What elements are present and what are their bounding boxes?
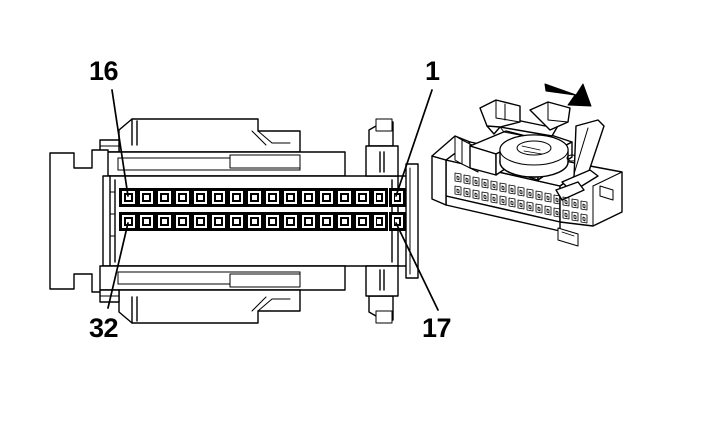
pin-cavity bbox=[526, 188, 534, 199]
pin-cavity bbox=[389, 212, 406, 231]
upper-locking-tab bbox=[365, 118, 399, 177]
pin-cavity bbox=[517, 199, 525, 210]
pin-cavity bbox=[353, 188, 372, 207]
pin-cavity bbox=[299, 188, 318, 207]
pin-cavity bbox=[499, 195, 507, 206]
pin-cavity bbox=[508, 184, 516, 195]
pin-cavity bbox=[281, 188, 300, 207]
pin-cavity bbox=[544, 192, 552, 203]
pin-cavity bbox=[119, 188, 138, 207]
pin-cavity bbox=[209, 212, 228, 231]
pin-row-top bbox=[119, 188, 406, 207]
pin-cavity bbox=[137, 188, 156, 207]
pin-cavity bbox=[371, 188, 388, 207]
pin-cavity bbox=[463, 187, 471, 198]
pin-cavity bbox=[553, 207, 561, 218]
leader-lines bbox=[107, 89, 439, 311]
lower-mid-plate bbox=[99, 265, 346, 291]
pin-cavity bbox=[155, 212, 174, 231]
pin-cavity bbox=[571, 198, 579, 209]
pin-cavity bbox=[119, 212, 138, 231]
leader-line-32 bbox=[107, 222, 129, 309]
pin-cavity bbox=[227, 212, 246, 231]
pin-cavity bbox=[472, 189, 480, 200]
pin-cavity bbox=[580, 200, 588, 211]
leader-line-1 bbox=[395, 89, 433, 197]
pin-cavity bbox=[544, 205, 552, 216]
upper-mid-plate bbox=[99, 151, 346, 177]
pin-cavity bbox=[209, 188, 228, 207]
pin-cavity bbox=[317, 212, 336, 231]
pin-cavity bbox=[535, 190, 543, 201]
locking-lever bbox=[479, 99, 578, 178]
pin-cavity bbox=[389, 188, 406, 207]
pin-cavity bbox=[173, 212, 192, 231]
pin-cavity bbox=[281, 212, 300, 231]
pin-cavity bbox=[317, 188, 336, 207]
pin-cavity bbox=[191, 188, 210, 207]
pin-cavity bbox=[371, 212, 388, 231]
lower-locking-tab bbox=[365, 265, 399, 324]
pin-cavity bbox=[517, 186, 525, 197]
pin-cavity bbox=[481, 191, 489, 202]
pin-cavity bbox=[526, 201, 534, 212]
perspective-pin-row-bottom bbox=[454, 185, 588, 224]
lower-housing-shell bbox=[99, 289, 301, 324]
right-latch-arms bbox=[555, 119, 605, 201]
pin-cavity bbox=[263, 212, 282, 231]
pin-cavity bbox=[562, 196, 570, 207]
pin-cavity bbox=[481, 178, 489, 189]
pin-cavity bbox=[553, 194, 561, 205]
pin-cavity bbox=[535, 203, 543, 214]
pin-cavity bbox=[508, 197, 516, 208]
pin-cavity bbox=[490, 193, 498, 204]
pin-row-bottom bbox=[119, 212, 406, 231]
pin-cavity bbox=[353, 212, 372, 231]
housing-left-flange bbox=[431, 155, 447, 206]
pin-cavity bbox=[245, 188, 264, 207]
pin-cavity bbox=[155, 188, 174, 207]
upper-housing-shell bbox=[99, 118, 301, 153]
bottom-mounting-foot bbox=[557, 227, 579, 247]
pin-cavity bbox=[227, 188, 246, 207]
pin-cavity bbox=[263, 188, 282, 207]
leader-line-17 bbox=[395, 222, 439, 311]
perspective-view-group bbox=[431, 99, 623, 247]
pin-cavity bbox=[299, 212, 318, 231]
pin-cavity bbox=[335, 188, 354, 207]
pin-cavity bbox=[571, 211, 579, 222]
right-edge-rail bbox=[405, 163, 419, 279]
pin-cavity bbox=[472, 176, 480, 187]
callout-label-32: 32 bbox=[89, 313, 119, 343]
pin-cavity bbox=[245, 212, 264, 231]
pin-cavity bbox=[580, 213, 588, 224]
perspective-pin-row-top bbox=[454, 172, 588, 211]
leader-line-16 bbox=[111, 89, 129, 197]
pin-cavity bbox=[463, 174, 471, 185]
callout-label-17: 17 bbox=[422, 313, 452, 343]
pin-cavity bbox=[499, 182, 507, 193]
pin-cavity bbox=[454, 172, 462, 183]
pin-cavity bbox=[335, 212, 354, 231]
callout-label-1: 1 bbox=[425, 56, 440, 86]
pin-cavity bbox=[454, 185, 462, 196]
pin-cavity bbox=[490, 180, 498, 191]
pin-cavity bbox=[137, 212, 156, 231]
insertion-arrow-icon bbox=[544, 83, 592, 107]
callout-label-16: 16 bbox=[89, 56, 119, 86]
pin-cavity bbox=[562, 209, 570, 220]
front-view-group bbox=[49, 118, 419, 324]
pin-cavity bbox=[173, 188, 192, 207]
pin-cavity bbox=[191, 212, 210, 231]
